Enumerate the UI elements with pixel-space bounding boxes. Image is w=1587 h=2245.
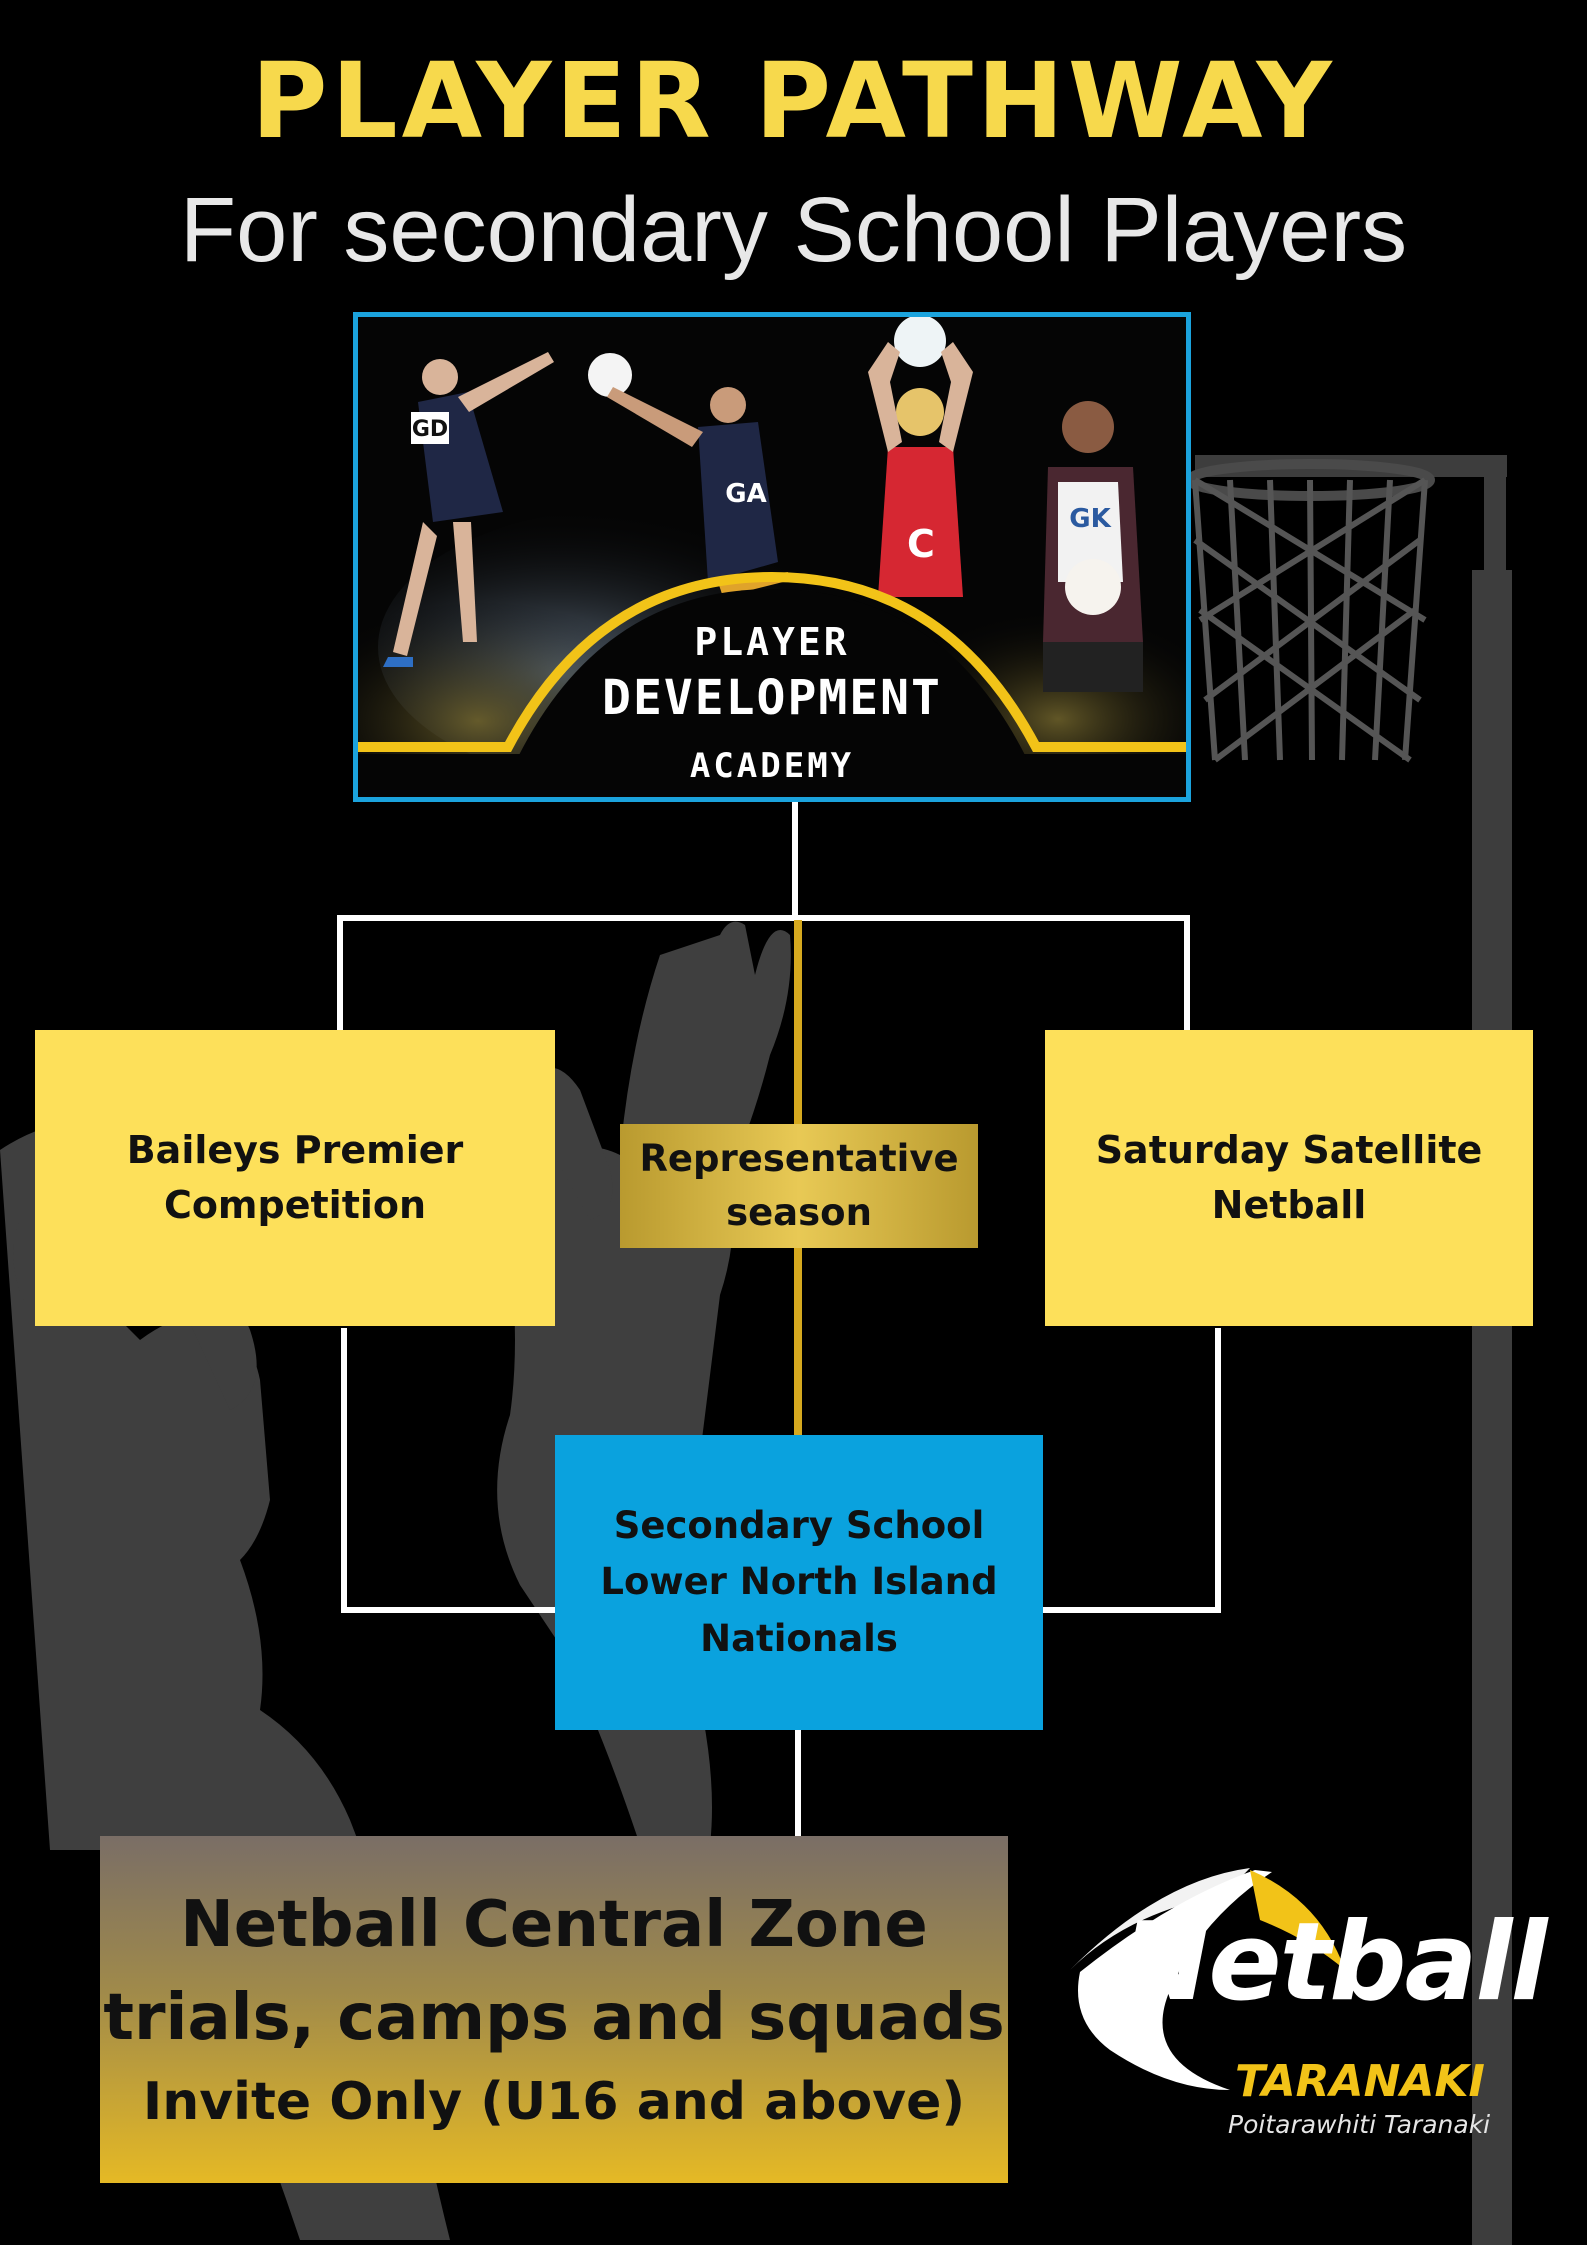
player-gd: GD: [383, 352, 554, 667]
baileys-premier-label: Baileys Premier Competition: [126, 1127, 464, 1227]
representative-season-box: Representative season: [620, 1124, 978, 1248]
netball-taranaki-logo: Netball TARANAKI Poitarawhiti Taranaki: [1050, 1860, 1550, 2140]
baileys-premier-box: Baileys Premier Competition: [35, 1030, 555, 1326]
central-zone-line3: Invite Only (U16 and above): [142, 2071, 966, 2132]
page-title: PLAYER PATHWAY: [251, 40, 1336, 162]
representative-season-label: Representative season: [639, 1137, 959, 1234]
academy-line1: PLAYER: [694, 620, 849, 664]
academy-line2: DEVELOPMENT: [602, 670, 942, 726]
academy-photo: GD GA C GK: [358, 317, 1186, 797]
central-zone-line2: trials, camps and squads: [103, 1980, 1005, 2055]
hoop-net: [1185, 459, 1435, 763]
netball-1: [588, 353, 632, 397]
player-gk: GK: [1043, 401, 1143, 692]
academy-line3: ACADEMY: [690, 746, 854, 786]
secondary-school-nationals-box: Secondary School Lower North Island Nati…: [555, 1435, 1043, 1730]
hoop-post: [1472, 570, 1512, 2245]
bib-gd: GD: [412, 417, 448, 442]
academy-photo-panel: GD GA C GK: [353, 312, 1191, 802]
central-zone-line1: Netball Central Zone: [180, 1888, 928, 1962]
logo-tagline-text: Poitarawhiti Taranaki: [1228, 2110, 1491, 2139]
page-subtitle: For secondary School Players: [179, 179, 1408, 281]
netball-2: [894, 317, 946, 367]
bib-ga: GA: [725, 479, 766, 509]
central-zone-box: Netball Central Zone trials, camps and s…: [100, 1836, 1008, 2183]
player-c: C: [868, 342, 973, 597]
logo-region-text: TARANAKI: [1235, 2056, 1485, 2107]
saturday-satellite-label: Saturday Satellite Netball: [1095, 1127, 1483, 1227]
bib-c: C: [907, 522, 935, 566]
saturday-satellite-box: Saturday Satellite Netball: [1045, 1030, 1533, 1326]
secondary-school-nationals-label: Secondary School Lower North Island Nati…: [600, 1504, 998, 1660]
flow-connectors: [337, 800, 1221, 1836]
logo-netball-text: Netball: [1120, 1900, 1547, 2025]
logo-swoosh: [1070, 1868, 1345, 2090]
bib-gk: GK: [1069, 504, 1111, 534]
